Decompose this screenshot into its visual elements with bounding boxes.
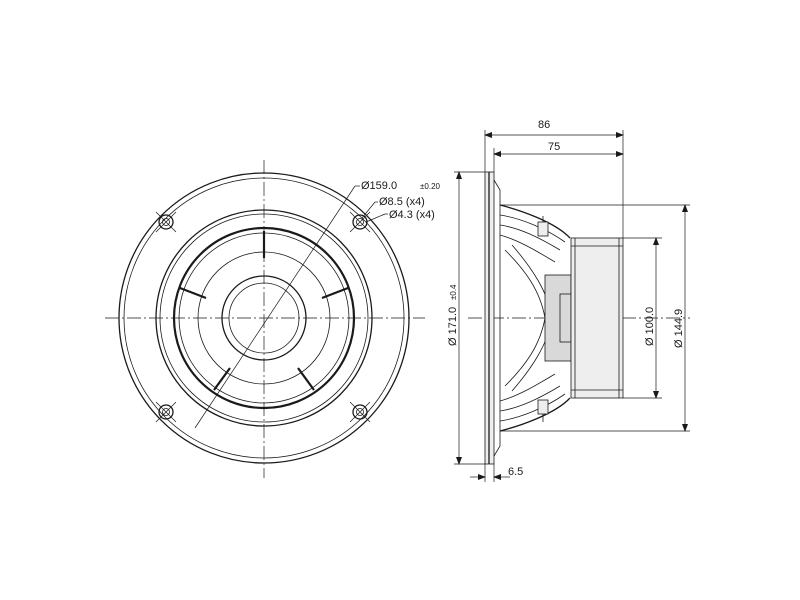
dim-86-label: 86 [538, 119, 550, 131]
hole-large-leader [361, 201, 376, 219]
front-view: Ø159.0 ±0.20 Ø8.5 (x4) Ø4.3 (x4) [105, 160, 441, 478]
hole-large-label: Ø8.5 (x4) [379, 196, 425, 208]
diameter-159-label: Ø159.0 [361, 180, 397, 192]
diameter-159-leader [194, 185, 356, 429]
hole-small-label: Ø4.3 (x4) [389, 209, 435, 221]
mounting-hole-bottom-left [155, 401, 177, 423]
side-flange-bevel [493, 179, 501, 457]
hole-small-leader [365, 213, 386, 223]
dim-6-5-label: 6.5 [508, 466, 523, 478]
side-magnet [570, 237, 624, 399]
front-surround-outer [155, 209, 373, 427]
dim-75-label: 75 [548, 141, 560, 153]
front-dustcap-outer [221, 275, 307, 361]
front-mounting-holes [155, 211, 371, 423]
side-view: 86 75 6.5 Ø 171.0 ±0.4 Ø 100.0 Ø 144.9 [447, 119, 690, 482]
front-dustcap-inner [228, 282, 300, 354]
mounting-hole-top-right [349, 211, 371, 233]
mounting-hole-top-left [155, 211, 177, 233]
side-terminal-top [537, 216, 549, 237]
mounting-hole-bottom-right [349, 401, 371, 423]
dim-144-9-label: Ø 144.9 [673, 309, 685, 348]
front-flange-inner-edge [123, 177, 405, 459]
front-surround-inner [159, 213, 369, 423]
dim-100-label: Ø 100.0 [644, 307, 656, 346]
side-pole-piece [544, 274, 572, 362]
front-flange-outer-edge [118, 172, 410, 464]
front-cone-edge [172, 226, 356, 410]
front-basket-spokes [179, 231, 349, 391]
dim-171-tolerance: ±0.4 [449, 284, 458, 300]
side-terminal-bottom [537, 399, 549, 422]
diameter-159-tolerance: ±0.20 [420, 182, 441, 191]
dim-171-label: Ø 171.0 [447, 307, 459, 346]
